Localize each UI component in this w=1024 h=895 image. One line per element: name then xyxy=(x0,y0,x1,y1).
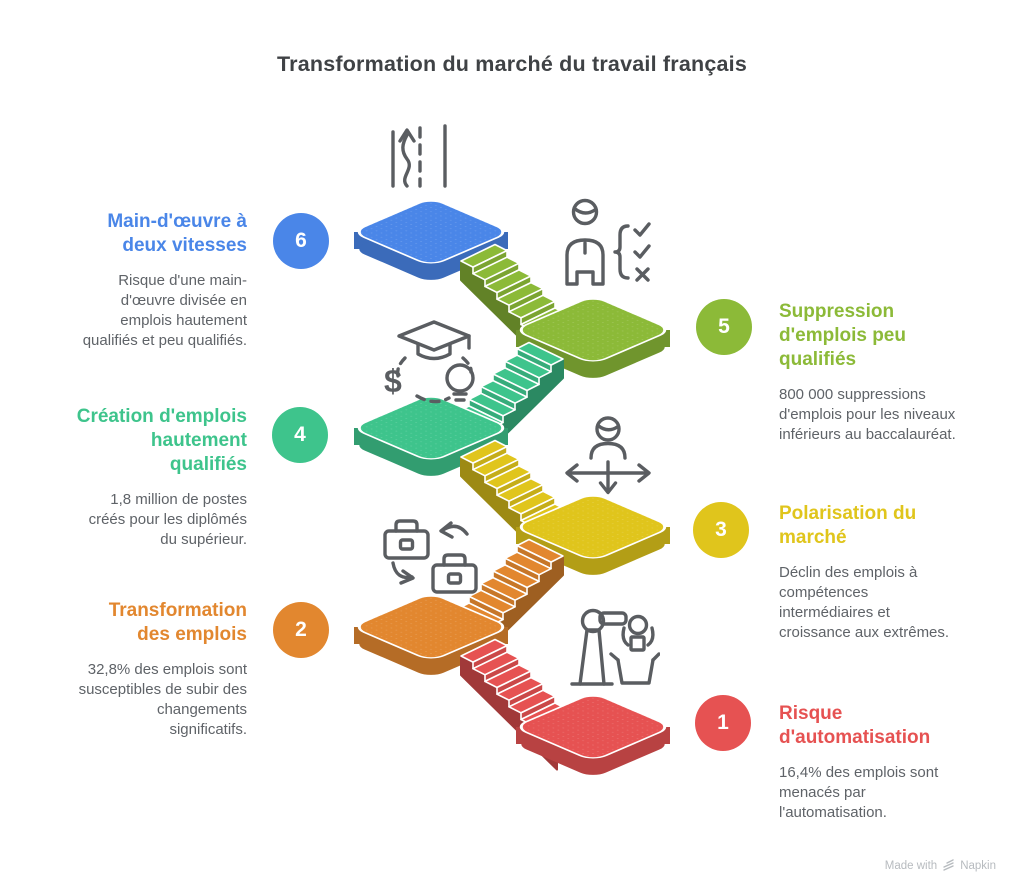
step-4-title: Création d'emplois hautement qualifiés xyxy=(76,406,247,475)
step-6-badge: 6 xyxy=(273,213,329,269)
step-3-badge: 3 xyxy=(693,502,749,558)
made-with-credit: Made with Napkin xyxy=(885,858,996,874)
napkin-logo-icon xyxy=(942,858,955,874)
brand-label: Napkin xyxy=(960,860,996,872)
person-directions-icon xyxy=(560,416,656,502)
step-3-desc: Déclin des emplois à compétences intermé… xyxy=(779,564,950,641)
step-6-block: Main-d'œuvre à deux vitesses Risque d'un… xyxy=(55,210,247,351)
platform-1 xyxy=(516,695,670,775)
step-3-block: Polarisation du marché Déclin des emploi… xyxy=(779,502,984,643)
step-1-badge: 1 xyxy=(695,695,751,751)
step-2-block: Transformation des emplois 32,8% des emp… xyxy=(55,599,247,740)
step-5-desc: 800 000 suppressions d'emplois pour les … xyxy=(779,386,956,443)
skills-checklist-icon xyxy=(560,198,656,288)
step-6-desc: Risque d'une main- d'œuvre divisée en em… xyxy=(82,272,247,349)
step-4-desc: 1,8 million de postes créés pour les dip… xyxy=(88,491,247,548)
robot-arm-icon xyxy=(560,600,660,688)
step-4-block: Création d'emplois hautement qualifiés 1… xyxy=(55,405,247,550)
step-1-block: Risque d'automatisation 16,4% des emploi… xyxy=(779,702,984,823)
step-6-title: Main-d'œuvre à deux vitesses xyxy=(107,211,247,256)
step-2-title: Transformation des emplois xyxy=(108,600,247,645)
step-3-title: Polarisation du marché xyxy=(779,503,917,548)
step-1-desc: 16,4% des emplois sont menacés par l'aut… xyxy=(779,764,939,821)
briefcase-swap-icon xyxy=(381,510,481,598)
page-title: Transformation du marché du travail fran… xyxy=(277,52,747,76)
step-2-desc: 32,8% des emplois sont susceptibles de s… xyxy=(78,661,247,738)
step-4-badge: 4 xyxy=(272,407,328,463)
step-2-badge: 2 xyxy=(273,602,329,658)
platform-4 xyxy=(354,396,508,476)
step-1-title: Risque d'automatisation xyxy=(779,703,931,748)
made-with-label: Made with xyxy=(884,860,938,872)
education-value-icon: $ xyxy=(381,318,487,408)
road-icon xyxy=(388,122,450,192)
step-5-badge: 5 xyxy=(696,299,752,355)
step-5-block: Suppression d'emplois peu qualifiés 800 … xyxy=(779,300,984,445)
step-5-title: Suppression d'emplois peu qualifiés xyxy=(779,301,906,370)
svg-text:$: $ xyxy=(384,363,402,399)
